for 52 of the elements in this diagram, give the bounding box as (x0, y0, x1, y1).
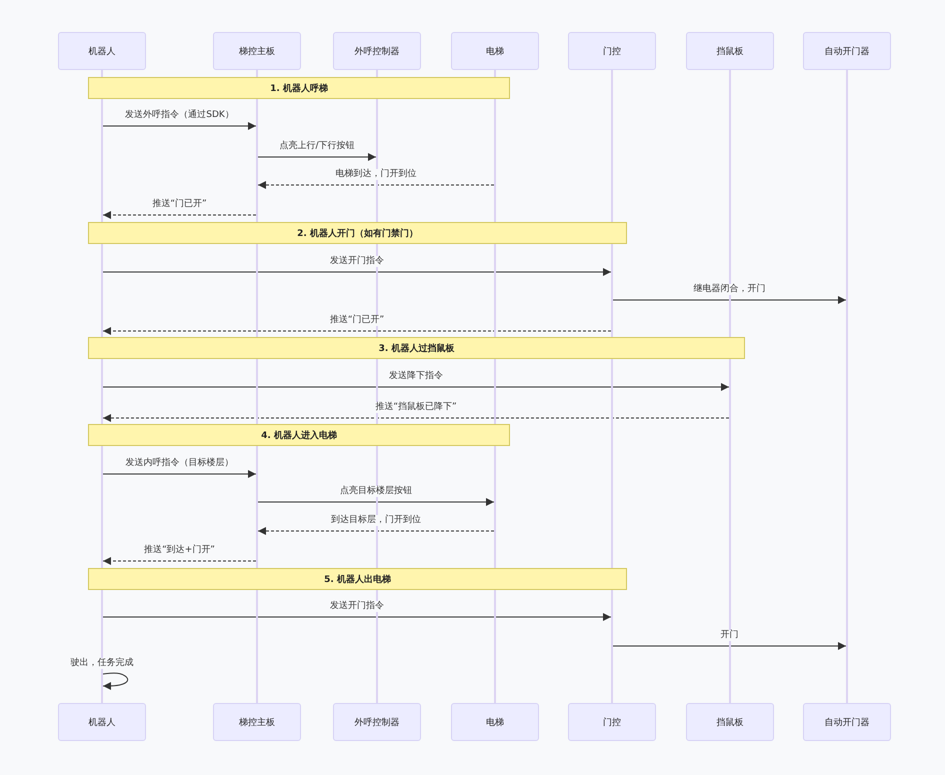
message-label: 推送“门已开” (150, 199, 209, 210)
participant-box: 挡鼠板 (686, 703, 774, 741)
self-message-arrow (102, 672, 128, 690)
participant-box: 门控 (568, 32, 656, 70)
note-box: 1. 机器人呼梯 (88, 77, 510, 99)
lifeline (729, 70, 731, 703)
message-label: 点亮上行/下行按钮 (277, 141, 357, 152)
message-arrow (102, 613, 612, 621)
participant-box: 梯控主板 (213, 32, 301, 70)
message-arrow (258, 527, 494, 535)
participant-box: 外呼控制器 (333, 703, 421, 741)
message-label: 开门 (718, 630, 740, 641)
message-arrow (102, 414, 730, 422)
message-arrow (102, 470, 256, 478)
message-label: 推送“到达+门开” (142, 545, 217, 556)
message-label: 到达目标层，门开到位 (329, 515, 423, 526)
message-label: 点亮目标楼层按钮 (338, 486, 414, 497)
message-label: 推送“挡鼠板已降下” (373, 402, 459, 413)
message-label: 推送“门已开” (328, 315, 386, 326)
message-arrow (258, 153, 376, 161)
message-label: 发送开门指令 (328, 256, 386, 267)
participant-box: 电梯 (451, 703, 539, 741)
message-label: 发送降下指令 (387, 371, 445, 382)
message-arrow (102, 327, 612, 335)
participant-box: 机器人 (58, 703, 146, 741)
message-arrow (258, 181, 494, 189)
message-label: 发送开门指令 (328, 601, 386, 612)
participant-box: 自动开门器 (803, 32, 891, 70)
message-arrow (612, 642, 846, 650)
lifeline (611, 70, 613, 703)
participant-box: 挡鼠板 (686, 32, 774, 70)
participant-box: 自动开门器 (803, 703, 891, 741)
message-arrow (102, 557, 256, 565)
message-arrow (102, 268, 612, 276)
lifeline (846, 70, 848, 703)
note-box: 3. 机器人过挡鼠板 (88, 337, 745, 359)
message-label: 继电器闭合，开门 (692, 284, 768, 295)
participant-box: 电梯 (451, 32, 539, 70)
message-arrow (102, 383, 730, 391)
participant-box: 梯控主板 (213, 703, 301, 741)
note-box: 5. 机器人出电梯 (88, 568, 627, 590)
message-arrow (258, 498, 494, 506)
message-arrow (612, 296, 846, 304)
message-label: 驶出，任务完成 (68, 658, 136, 669)
participant-box: 机器人 (58, 32, 146, 70)
participant-box: 外呼控制器 (333, 32, 421, 70)
note-box: 4. 机器人进入电梯 (88, 424, 510, 446)
participant-box: 门控 (568, 703, 656, 741)
message-arrow (102, 211, 256, 219)
note-box: 2. 机器人开门（如有门禁门） (88, 222, 627, 244)
message-arrow (102, 122, 256, 130)
message-label: 电梯到达，门开到位 (334, 169, 418, 180)
